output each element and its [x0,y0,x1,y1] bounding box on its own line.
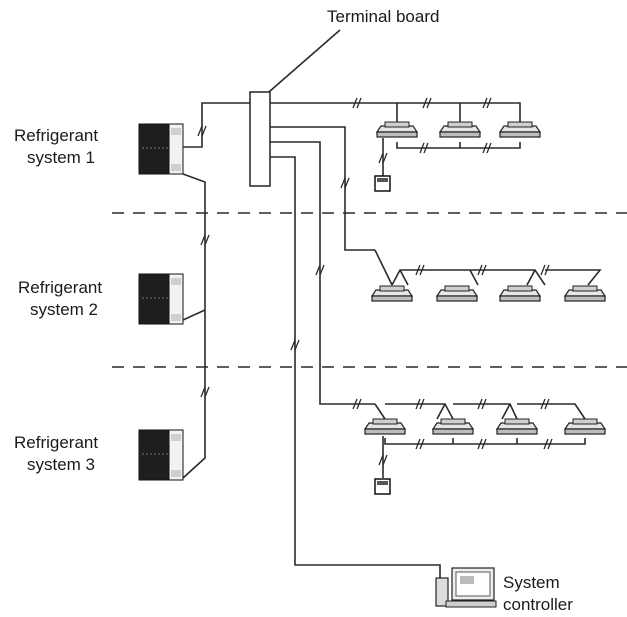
controller-label-line2: controller [503,595,573,614]
system-controller-icon [435,567,497,608]
cassette-indoor-unit-icon [499,285,541,302]
cassette-indoor-unit-icon [436,285,478,302]
indoor-chain-row3 [374,403,586,445]
system2-label-line2: system 2 [30,300,98,319]
outdoor-to-terminal-wire [183,102,250,148]
indoor-chain-row2 [374,249,602,286]
cassette-indoor-unit-icon [376,121,418,138]
outdoor-unit-icon [138,429,184,481]
branch-wire-controller [270,156,441,578]
system3-label-line1: Refrigerant [14,433,98,452]
remote-controller-icon [374,478,391,495]
system1-label-line2: system 1 [27,148,95,167]
terminal-board-leader [261,29,341,99]
terminal-board-label: Terminal board [327,7,439,26]
cassette-indoor-unit-icon [439,121,481,138]
system2-label-line1: Refrigerant [18,278,102,297]
outdoor-link-wire [182,173,206,479]
remote-controller-icon [374,175,391,192]
cassette-indoor-unit-icon [432,418,474,435]
cassette-indoor-unit-icon [564,285,606,302]
system3-label-line2: system 3 [27,455,95,474]
terminal-board [249,91,271,187]
system1-label-line1: Refrigerant [14,126,98,145]
cassette-indoor-unit-icon [496,418,538,435]
outdoor-unit-icon [138,273,184,325]
cassette-indoor-unit-icon [564,418,606,435]
controller-label-line1: System [503,573,560,592]
branch-wire-row3 [270,141,375,405]
indoor-chain-row1 [370,102,521,149]
cassette-indoor-unit-icon [371,285,413,302]
cassette-indoor-unit-icon [364,418,406,435]
outdoor-unit-icon [138,123,184,175]
cassette-indoor-unit-icon [499,121,541,138]
branch-wire-row2 [270,126,375,251]
